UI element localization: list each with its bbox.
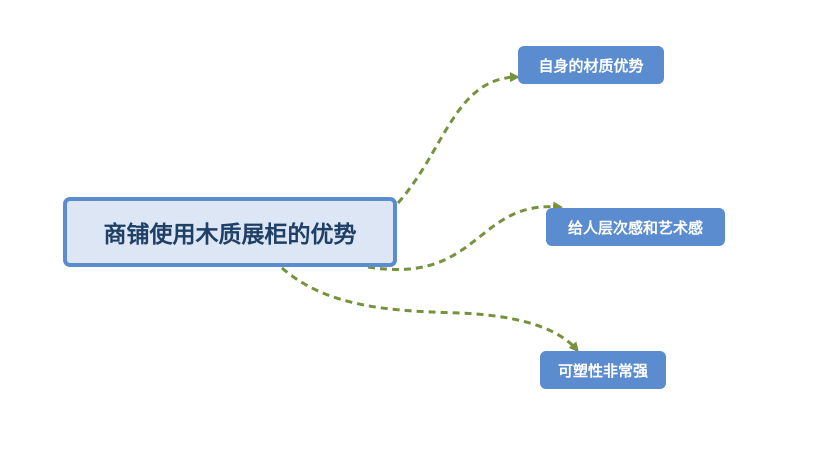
root-topic[interactable]: 商铺使用木质展柜的优势	[63, 197, 397, 267]
connector-to-child-1	[367, 201, 563, 271]
subtopic-plasticity[interactable]: 可塑性非常强	[540, 351, 666, 389]
subtopic-layering-artistry[interactable]: 给人层次感和艺术感	[546, 208, 725, 246]
root-topic-label: 商铺使用木质展柜的优势	[103, 222, 357, 248]
subtopic-material-advantage[interactable]: 自身的材质优势	[518, 46, 664, 84]
subtopic-label: 给人层次感和艺术感	[567, 218, 703, 237]
connector-to-child-2	[281, 266, 579, 353]
subtopic-label: 可塑性非常强	[557, 361, 648, 380]
subtopic-label: 自身的材质优势	[538, 56, 644, 75]
connector-to-child-0	[396, 72, 520, 204]
